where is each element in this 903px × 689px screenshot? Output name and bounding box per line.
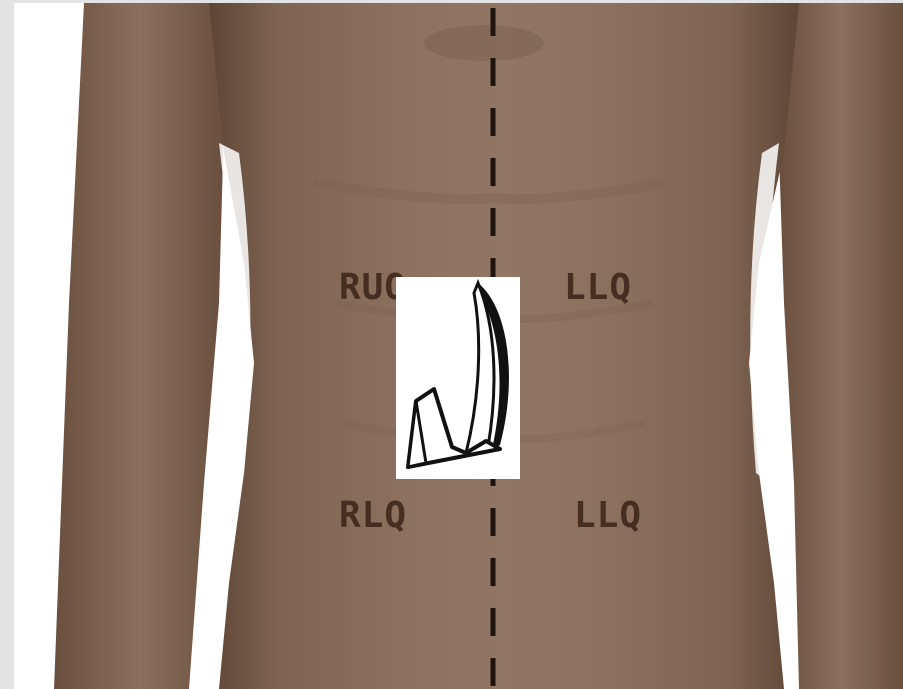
quadrant-label-rlq: RLQ [339,495,407,536]
quadrant-label-upper-left: LLQ [564,267,632,308]
abdomen-photo: RUQ LLQ RLQ LLQ [14,3,903,689]
curved-arrow-icon [396,277,520,479]
right-arm [779,3,903,689]
left-arm [54,3,224,689]
quadrant-label-llq: LLQ [574,495,642,536]
arrow-card [396,277,520,479]
